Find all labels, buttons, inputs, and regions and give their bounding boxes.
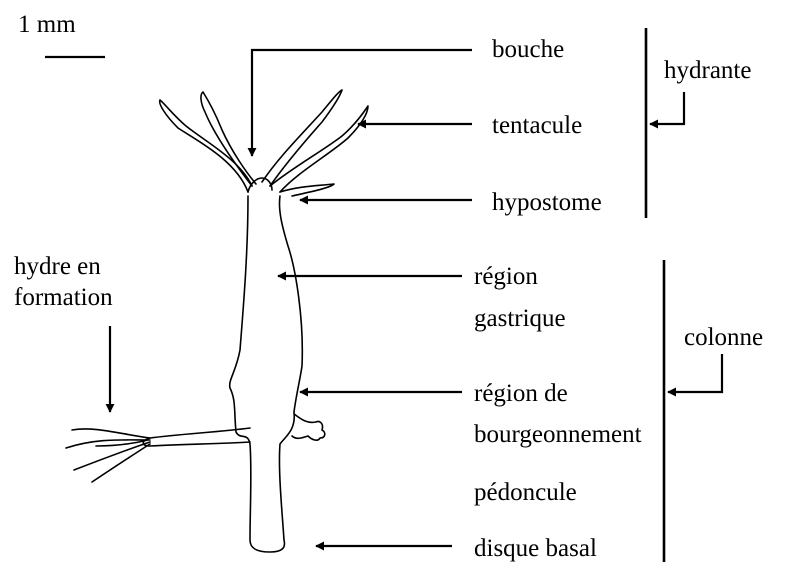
hydra-column-outline xyxy=(230,196,303,552)
label-disque-basal: disque basal xyxy=(474,535,597,562)
bud-tentacles xyxy=(66,429,150,482)
bud-stalk xyxy=(143,428,250,446)
group-label-hydrante: hydrante xyxy=(664,57,751,84)
group-label-colonne: colonne xyxy=(684,324,763,351)
label-arrows xyxy=(110,50,472,546)
scale-bar-label: 1 mm xyxy=(18,11,76,38)
tentacle-2 xyxy=(201,92,256,186)
label-pedoncule: pédoncule xyxy=(474,479,577,506)
arrow-colonne xyxy=(668,354,722,392)
label-hydre-en-formation-line1: hydre en xyxy=(14,253,101,280)
hypostome-cone xyxy=(248,178,272,192)
label-tentacule: tentacule xyxy=(492,112,582,139)
label-hydre-en-formation-line2: formation xyxy=(14,284,113,311)
label-region-gastrique-line2: gastrique xyxy=(474,305,566,332)
arrow-bouche xyxy=(252,50,472,156)
tentacle-4 xyxy=(270,106,368,192)
label-bouche: bouche xyxy=(492,36,564,63)
arrow-hydrante xyxy=(650,92,684,124)
hydra-body-illustration xyxy=(66,90,368,552)
label-hypostome: hypostome xyxy=(492,189,602,216)
tentacle-5 xyxy=(280,184,334,196)
label-region-bourgeonnement-line1: région de xyxy=(474,380,568,407)
label-region-bourgeonnement-line2: bourgeonnement xyxy=(474,421,642,448)
label-region-gastrique-line1: région xyxy=(474,263,538,290)
budding-tissue-right xyxy=(292,414,325,440)
